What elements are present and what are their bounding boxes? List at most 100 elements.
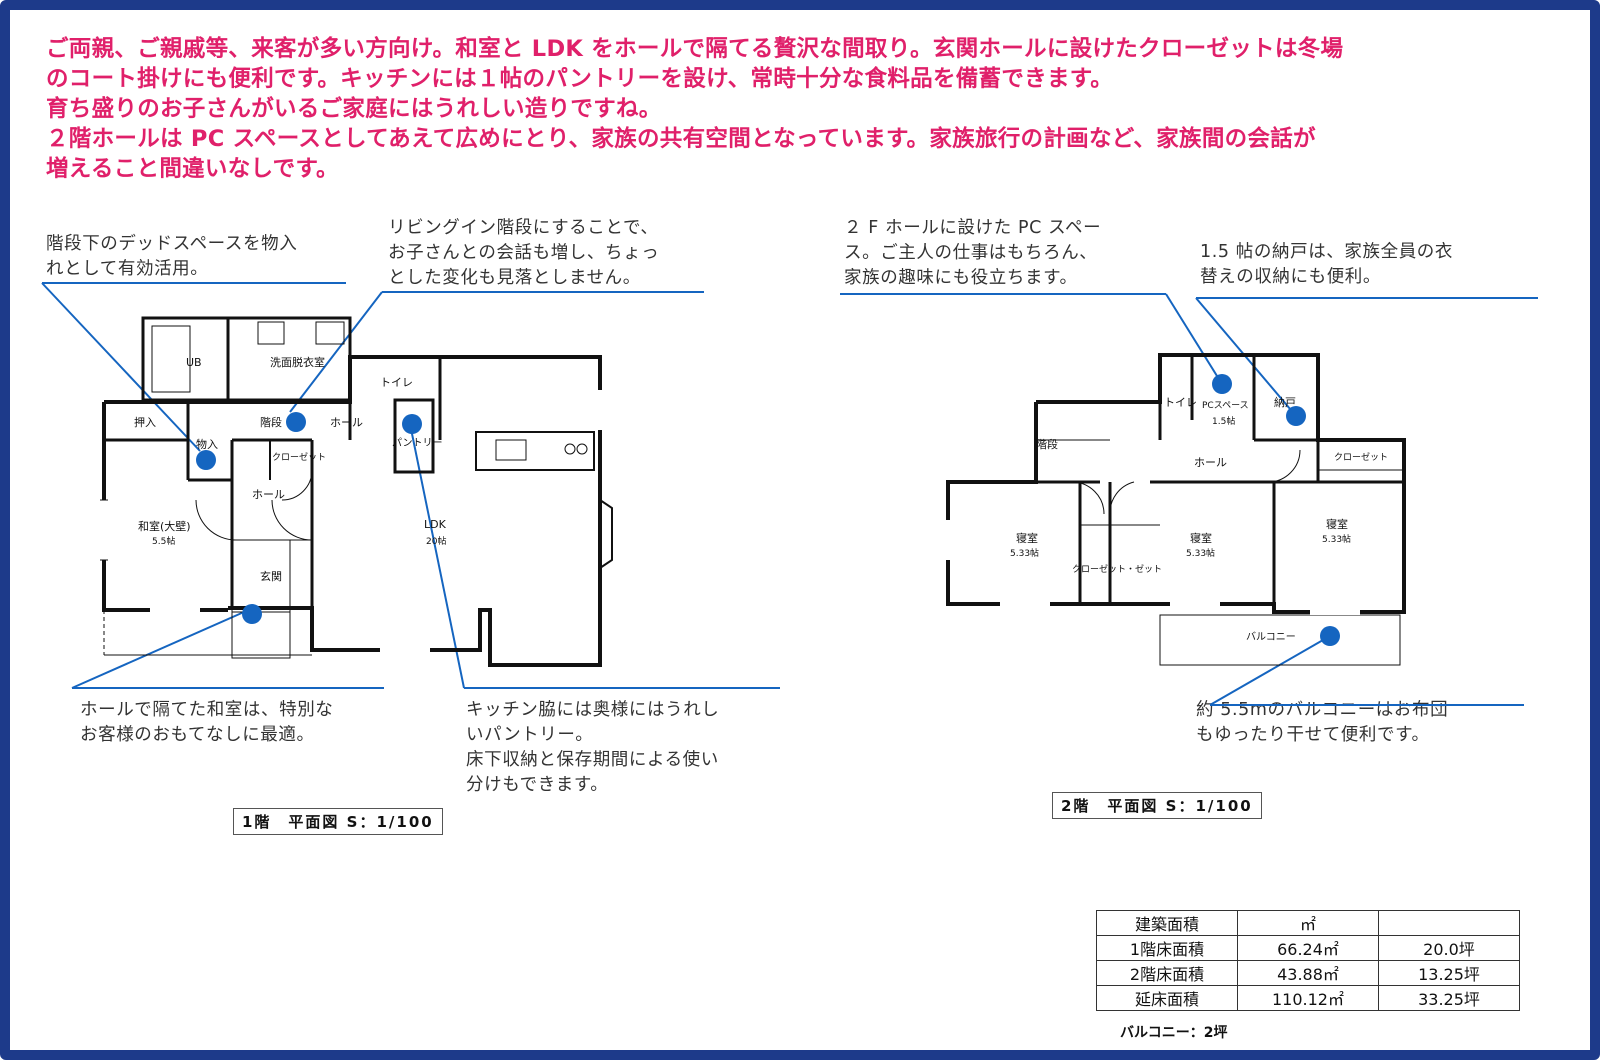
table-cell: 20.0坪 [1378,935,1520,961]
callout-line: キッチン脇には奥様にはうれし [466,700,720,720]
scale-label-floor1: 1階 平面図 S：1/100 [233,808,443,835]
table-cell: 43.88㎡ [1237,960,1379,986]
callout-washitsu: ホールで隔てた和室は、特別な お客様のおもてなしに最適。 [80,698,333,748]
room2-pc-size: 1.5帖 [1212,415,1235,427]
room2-kaidan: 階段 [1036,437,1058,451]
callout-deadspace: 階段下のデッドスペースを物入 れとして有効活用。 [46,232,297,282]
room2-bed3: 寝室 [1326,517,1348,531]
room-pantry: パントリー [392,437,443,449]
callout-pc-space: ２ F ホールに設けた PC スペー ス。ご主人の仕事はもちろん、 家族の趣味に… [844,216,1101,291]
intro-text: ご両親、ご親戚等、来客が多い方向け。和室と LDK をホールで隔てる贅沢な間取り… [46,34,1566,184]
callout-line: 家族の趣味にも役立ちます。 [844,268,1078,288]
marker-balcony [1320,626,1340,646]
intro-line: ２階ホールは PC スペースとしてあえて広めにとり、家族の共有空間となっています… [46,126,1316,152]
room-ldk-size: 20帖 [426,535,446,547]
callout-line: 床下収納と保存期間による使い [466,750,719,770]
callout-line: とした変化も見落としません。 [388,268,641,288]
floor2-labels: トイレ PCスペース 1.5帖 納戸 階段 ホール クローゼット 寝室 5.33… [1010,396,1388,643]
callout-line: お客様のおもてなしに最適。 [80,725,315,745]
callout-nando: 1.5 帖の納戸は、家族全員の衣 替えの収納にも便利。 [1200,240,1453,290]
callout-line: ２ F ホールに設けた PC スペー [844,218,1102,238]
callout-line: お子さんとの会話も増し、ちょっ [388,243,660,263]
room2-closet-mid: クローゼット・ゼット [1072,563,1162,575]
leader-lines [41,282,1538,706]
marker-genkan [242,604,262,624]
room2-bed2: 寝室 [1190,531,1212,545]
room-hall-mid: ホール [252,488,285,501]
markers [196,374,1340,646]
scale-label-floor2: 2階 平面図 S：1/100 [1052,792,1262,819]
callout-line: 分けもできます。 [466,775,609,795]
marker-pantry [402,414,422,434]
room-washitsu-size: 5.5帖 [152,535,175,547]
marker-monoire [196,450,216,470]
table-cell: 1階床面積 [1096,935,1238,961]
table-cell: ㎡ [1237,910,1379,936]
table-cell: 建築面積 [1096,910,1238,936]
table-cell: 33.25坪 [1378,985,1520,1011]
leader-line [1209,635,1331,706]
floor1-labels: UB 洗面脱衣室 トイレ 押入 物入 階段 ホール パントリー クローゼット ホ… [134,355,447,583]
room2-bed2-size: 5.33帖 [1186,547,1215,559]
room2-closet: クローゼット [1334,451,1388,463]
room-closet: クローゼット [272,451,326,463]
room-kaidan: 階段 [260,415,282,429]
area-table: 建築面積 ㎡ 1階床面積 66.24㎡ 20.0坪 2階床面積 43.88㎡ 1… [1096,910,1520,1011]
leader-line [289,291,383,413]
callout-line: ホールで隔てた和室は、特別な [80,700,334,720]
room2-bed1: 寝室 [1016,531,1038,545]
table-row: 延床面積 110.12㎡ 33.25坪 [1096,985,1520,1011]
room2-toilet: トイレ [1164,396,1197,409]
floor2-plan [945,353,1406,666]
intro-line: 増えること間違いなしです。 [46,156,339,182]
intro-line: 育ち盛りのお子さんがいるご家庭にはうれしい造りですね。 [46,96,662,122]
callout-pantry: キッチン脇には奥様にはうれし いパントリー。 床下収納と保存期間による使い 分け… [466,698,719,798]
table-cell: 66.24㎡ [1237,935,1379,961]
callout-living-stair: リビングイン階段にすることで、 お子さんとの会話も増し、ちょっ とした変化も見落… [388,216,659,291]
floor1-plan [100,316,613,667]
room-genkan: 玄関 [260,569,282,583]
room-oshiire: 押入 [134,415,156,429]
room-monoire: 物入 [196,437,218,451]
leader-line [41,282,201,452]
balcony-note: バルコニー：2坪 [1120,1025,1228,1041]
room2-nando: 納戸 [1274,396,1296,409]
callout-line: もゆったり干せて便利です。 [1196,725,1430,745]
room-washitsu: 和室(大壁) [138,519,191,533]
room-ldk: LDK [424,518,447,531]
table-cell: 110.12㎡ [1237,985,1379,1011]
leader-line [1165,293,1223,385]
table-row: 1階床面積 66.24㎡ 20.0坪 [1096,935,1520,961]
marker-nando [1286,406,1306,426]
room2-pc: PCスペース [1202,401,1249,411]
room-ub: UB [186,356,202,369]
room2-hall: ホール [1194,456,1227,469]
callout-line: ス。ご主人の仕事はもちろん、 [844,243,1098,263]
room-hall-top: ホール [330,416,363,429]
callout-line: 1.5 帖の納戸は、家族全員の衣 [1200,242,1453,262]
marker-pc-space [1212,374,1232,394]
room2-balcony: バルコニー [1246,631,1296,643]
callout-line: いパントリー。 [466,725,594,745]
room-senmen: 洗面脱衣室 [270,355,325,369]
room-toilet: トイレ [380,376,413,389]
room2-bed3-size: 5.33帖 [1322,533,1351,545]
callout-line: れとして有効活用。 [46,259,209,279]
table-cell: 2階床面積 [1096,960,1238,986]
intro-line: のコート掛けにも便利です。キッチンには１帖のパントリーを設け、常時十分な食料品を… [46,66,1114,92]
callout-line: 替えの収納にも便利。 [1200,267,1381,287]
room2-bed1-size: 5.33帖 [1010,547,1039,559]
marker-kaidan [286,412,306,432]
leader-line [71,611,245,689]
callout-line: リビングイン階段にすることで、 [388,218,659,238]
table-row: 2階床面積 43.88㎡ 13.25坪 [1096,960,1520,986]
table-cell: 13.25坪 [1378,960,1520,986]
table-header-row: 建築面積 ㎡ [1096,910,1520,936]
table-cell [1378,910,1520,936]
leader-line [409,423,465,689]
intro-line: ご両親、ご親戚等、来客が多い方向け。和室と LDK をホールで隔てる贅沢な間取り… [46,36,1344,62]
table-cell: 延床面積 [1096,985,1238,1011]
callout-line: 階段下のデッドスペースを物入 [46,234,298,254]
